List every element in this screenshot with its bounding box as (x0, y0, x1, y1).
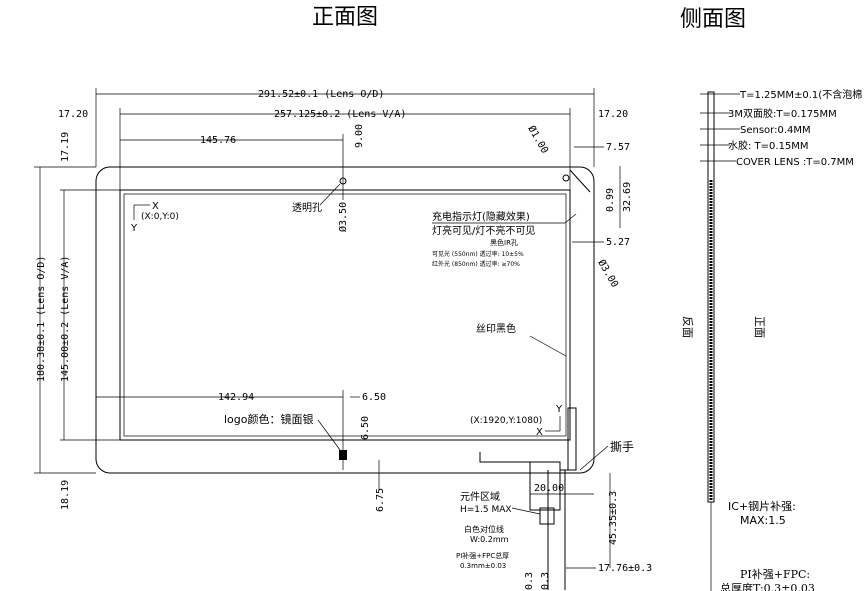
side-ic-max: MAX:1.5 (740, 514, 786, 527)
dim-650a: 6.50 (362, 392, 386, 403)
front-view-title: 正面图 (312, 5, 378, 30)
dim-lens-od-width: 291.52±0.1 (Lens O/D) (258, 89, 384, 100)
aa-outline (123, 193, 567, 437)
component-height-label: H=1.5 MAX (460, 505, 512, 515)
dim-3269: 32.69 (622, 182, 633, 212)
lens-hole-1 (562, 174, 570, 182)
dim-lens-od-height: 180.38±0.1 (Lens O/D) (36, 256, 47, 382)
side-glue-label: 水胶: T=0.15MM (728, 139, 809, 152)
charge-light-label: 充电指示灯(隐藏效果) (432, 210, 530, 223)
dim-675: 6.75 (375, 488, 386, 512)
origin-label: (X:0,Y:0) (141, 212, 179, 222)
white-line-width-label: W:0.2mm (470, 535, 509, 544)
side-pi-total-label: 总厚度T:0.3±0.03 (720, 581, 815, 591)
dim-03a: 0.3 (524, 572, 535, 590)
dim-right-1720: 17.20 (598, 109, 628, 120)
fpc-connector (529, 462, 561, 511)
dim-900: 9.00 (354, 124, 365, 148)
light-desc-label: 灯亮可见/灯不亮不可见 (432, 224, 535, 237)
side-view: T=1.25MM±0.1(不含泡棉 3M双面胶:T=0.175MM Sensor… (681, 88, 862, 591)
dim-left-1720: 17.20 (58, 109, 88, 120)
ir-trans-label: 红外光 (850nm) 透过率: ≥70% (432, 260, 520, 268)
side-front-label: 正面 (753, 316, 766, 338)
dim-350: Ø3.50 (337, 202, 349, 232)
dim-099: 0.99 (605, 188, 616, 212)
lens-outline (95, 166, 595, 474)
ir-ink-label: 黑色IR孔 (490, 238, 518, 247)
side-sensor-label: Sensor:0.4MM (740, 125, 811, 136)
dim-14576: 145.76 (200, 135, 236, 146)
dim-14294: 142.94 (218, 392, 254, 403)
x-axis-label-2: X (536, 427, 543, 438)
side-tape-label: 3M双面胶:T=0.175MM (728, 107, 837, 120)
y-axis-label: Y (130, 223, 138, 234)
white-line-label: 白色对位线 (464, 524, 504, 534)
dim-1719: 17.19 (60, 132, 71, 162)
side-view-title: 侧面图 (680, 7, 746, 32)
transparent-hole-label: 透明孔 (292, 202, 322, 214)
side-ic-label: IC+钢片补强: (728, 500, 796, 513)
y-axis-label-2: Y (555, 404, 563, 415)
logo-color-label: logo颜色：镜面银 (224, 412, 314, 426)
front-view: 291.52±0.1 (Lens O/D) 257.125±0.2 (Lens … (34, 88, 652, 590)
dim-757: 7.57 (606, 142, 630, 153)
side-total-thickness: T=1.25MM±0.1(不含泡棉 (739, 88, 862, 101)
endpoint-label: (X:1920,Y:1080) (470, 416, 542, 426)
component-box (539, 507, 555, 525)
dim-527: 5.27 (606, 237, 630, 248)
dim-2000: 20.00 (534, 483, 564, 494)
silk-black-label: 丝印黑色 (476, 322, 516, 335)
tear-hand-label: 撕手 (610, 440, 634, 454)
dim-4535: 45.35±0.3 (608, 491, 619, 545)
pi-fpc-label: PI补强+FPC总厚 (456, 551, 509, 560)
dim-03b: 0.3 (540, 572, 551, 590)
side-pi-fpc-label: PI补强+FPC: (740, 568, 810, 581)
dim-300: Ø3.00 (595, 258, 620, 290)
dim-lens-va-height: 145.00±0.2 (Lens V/A) (60, 256, 71, 382)
fpc-tail-top (479, 407, 577, 471)
va-outline (119, 189, 571, 441)
side-back-label: 反面 (681, 316, 694, 338)
dim-100: Ø1.00 (525, 124, 550, 156)
dim-650b: 6.50 (360, 416, 371, 440)
fpc-tail (547, 470, 566, 590)
side-cover-label: COVER LENS :T=0.7MM (736, 157, 854, 168)
x-axis-label: X (152, 201, 159, 212)
dim-1819: 18.19 (60, 480, 71, 510)
component-area-label: 元件区域 (460, 490, 500, 503)
dim-1776: 17.76±0.3 (598, 563, 652, 574)
dim-lens-va-width: 257.125±0.2 (Lens V/A) (274, 109, 406, 120)
pi-fpc-thickness-label: 0.3mm±0.03 (460, 562, 506, 570)
visible-trans-label: 可见光 (550nm) 透过率: 10±5% (432, 250, 524, 258)
